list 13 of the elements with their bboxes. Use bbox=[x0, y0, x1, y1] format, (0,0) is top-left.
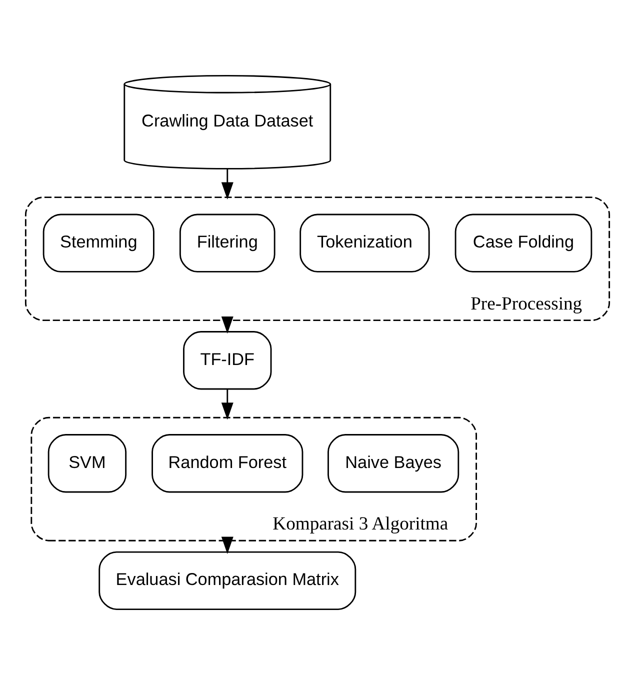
node-box: SVM bbox=[48, 434, 127, 492]
node-box: Naive Bayes bbox=[328, 434, 460, 492]
node-box: Tokenization bbox=[300, 213, 430, 272]
node-box: Case Folding bbox=[454, 213, 592, 272]
arrow bbox=[221, 168, 234, 199]
arrow bbox=[221, 316, 234, 334]
node-box: Stemming bbox=[42, 213, 154, 272]
arrow bbox=[221, 388, 234, 420]
node-box: TF-IDF bbox=[183, 330, 272, 390]
node-box: Evaluasi Comparasion Matrix bbox=[98, 550, 356, 610]
arrow bbox=[221, 536, 234, 554]
node-box: Filtering bbox=[179, 213, 276, 272]
node-box: Random Forest bbox=[152, 434, 304, 492]
